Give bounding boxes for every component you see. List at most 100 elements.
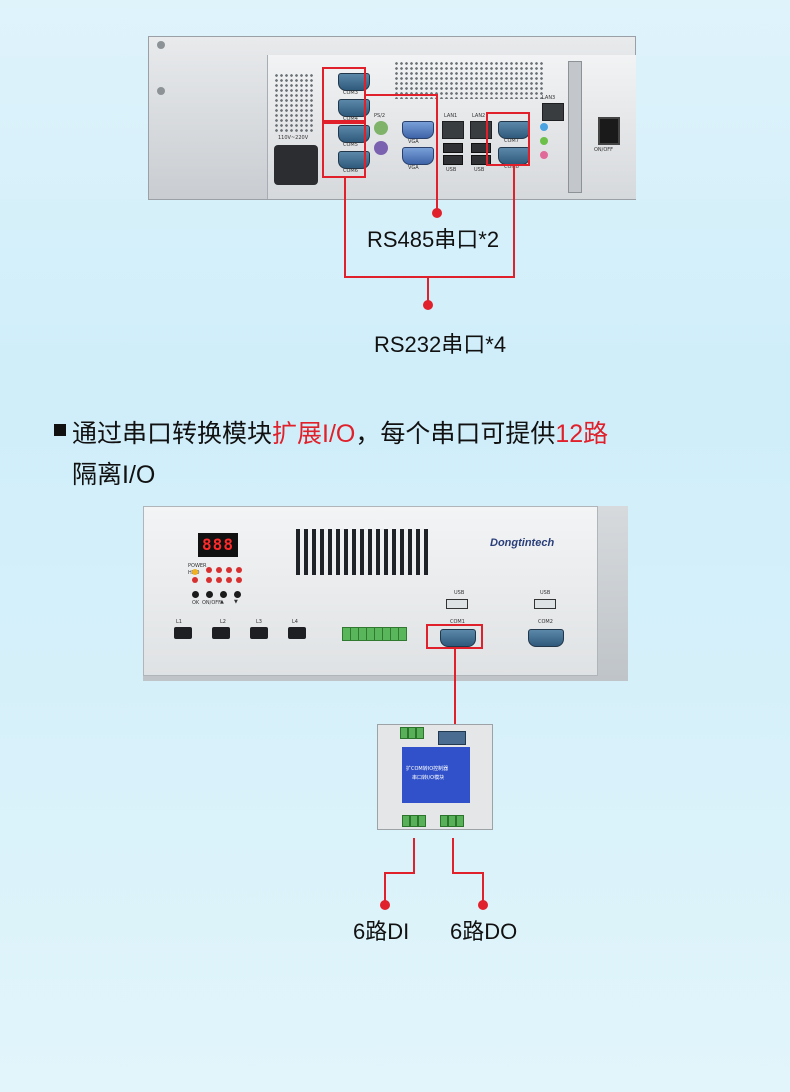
module-blue-panel: 扩COM转IO控制器 串口转I/O模块 xyxy=(402,747,470,803)
lan1-port xyxy=(442,121,464,139)
indicator-led xyxy=(236,577,242,583)
rear-panel-device-image: 110V~220V COM3 COM4 COM5 COM6 PS/2 VGA V… xyxy=(148,36,636,200)
switch-l1 xyxy=(174,627,192,639)
vga-port-1 xyxy=(402,121,434,139)
description-highlight: 12路 xyxy=(555,420,609,448)
do-label: 6路DO xyxy=(450,919,518,944)
onoff-button xyxy=(206,591,213,598)
ps2-keyboard-port xyxy=(374,141,388,155)
usb-port xyxy=(443,155,463,165)
connector-dot xyxy=(380,900,390,910)
audio-jack xyxy=(540,151,548,159)
usb-label: USB xyxy=(454,590,465,596)
power-led-label: POWER xyxy=(188,563,207,569)
com2-label: COM2 xyxy=(538,619,553,625)
description-text: ，每个串口可提供 xyxy=(355,420,556,448)
switch-label: L3 xyxy=(256,619,262,625)
com3-label: COM3 xyxy=(343,90,358,96)
rs485-highlight-box xyxy=(322,67,366,122)
com5-label: COM5 xyxy=(343,142,358,148)
com5-port xyxy=(338,125,370,143)
description-text: 通过串口转换模块 xyxy=(72,420,273,448)
lan1-label: LAN1 xyxy=(444,113,458,119)
ok-label: OK xyxy=(192,600,200,606)
lan3-port xyxy=(542,103,564,121)
usb-port xyxy=(471,155,491,165)
power-switch xyxy=(598,117,620,145)
module-line-2: 串口转I/O模块 xyxy=(412,775,445,781)
ps2-label: PS/2 xyxy=(374,113,386,119)
vent-grill xyxy=(394,61,544,99)
ps2-mouse-port xyxy=(374,121,388,135)
hdd-led xyxy=(192,577,198,583)
vga-port-2 xyxy=(402,147,434,165)
connector-line xyxy=(454,648,456,730)
expansion-slot xyxy=(568,61,582,193)
lan3-label: LAN3 xyxy=(542,95,556,101)
connector-line xyxy=(344,178,346,277)
usb1-label: USB xyxy=(446,167,457,173)
audio-jack xyxy=(540,123,548,131)
connector-line xyxy=(436,94,438,212)
rs232-highlight-box-right xyxy=(486,112,530,166)
connector-line xyxy=(384,872,415,874)
connector-line xyxy=(344,276,515,278)
com1-highlight-box xyxy=(426,624,483,649)
indicator-led xyxy=(206,567,212,573)
com1-port xyxy=(440,629,476,647)
up-button xyxy=(220,591,227,598)
audio-jack xyxy=(540,137,548,145)
com1-label: COM1 xyxy=(450,619,465,625)
com7-label: COM7 xyxy=(504,138,519,144)
connector-dot xyxy=(432,208,442,218)
switch-l4 xyxy=(288,627,306,639)
rs232-label: RS232串口*4 xyxy=(374,332,507,357)
indicator-led xyxy=(206,577,212,583)
rs232-highlight-box-left xyxy=(322,122,366,178)
connector-line xyxy=(427,276,429,304)
usb-label: USB xyxy=(540,590,551,596)
connector-line xyxy=(384,872,386,902)
com6-port xyxy=(338,151,370,169)
di-label: 6路DI xyxy=(353,919,410,944)
seven-segment-display: 888 xyxy=(198,533,238,557)
connector-line xyxy=(413,838,415,873)
down-label: ▼ xyxy=(234,599,238,605)
com2-port xyxy=(528,629,564,647)
module-line-1: 扩COM转IO控制器 xyxy=(406,766,449,772)
module-db9-port xyxy=(438,731,466,745)
switch-label: L2 xyxy=(220,619,226,625)
switch-l2 xyxy=(212,627,230,639)
com4-port xyxy=(338,99,370,117)
bullet-icon xyxy=(54,424,66,436)
switch-label: L4 xyxy=(292,619,298,625)
switch-l3 xyxy=(250,627,268,639)
front-usb-port xyxy=(446,599,468,609)
front-usb-port xyxy=(534,599,556,609)
up-label: ▲ xyxy=(220,599,224,605)
lan2-label: LAN2 xyxy=(472,113,486,119)
usb-port xyxy=(471,143,491,153)
com4-label: COM4 xyxy=(343,116,358,122)
indicator-led xyxy=(226,577,232,583)
indicator-led xyxy=(216,567,222,573)
down-button xyxy=(234,591,241,598)
indicator-led xyxy=(236,567,242,573)
description-line-2: 隔离I/O xyxy=(72,461,156,489)
connector-dot xyxy=(478,900,488,910)
screw-icon xyxy=(157,41,165,49)
connector-line xyxy=(513,166,515,277)
com6-label: COM6 xyxy=(343,168,358,174)
indicator-led xyxy=(216,577,222,583)
com3-port xyxy=(338,73,370,91)
connector-line xyxy=(482,872,484,902)
usb-port xyxy=(443,143,463,153)
onoff-label: ON/OFF xyxy=(202,600,222,606)
front-panel-device-image: 888 POWER HDD OK ON/OFF ▲ ▼ Dongtintech … xyxy=(143,506,628,681)
rs485-label: RS485串口*2 xyxy=(367,227,500,252)
connector-line xyxy=(366,94,437,96)
connector-line xyxy=(452,872,484,874)
indicator-led xyxy=(226,567,232,573)
description-line-1: 通过串口转换模块扩展I/O，每个串口可提供12路 xyxy=(72,414,608,450)
vga1-label: VGA xyxy=(408,139,419,145)
